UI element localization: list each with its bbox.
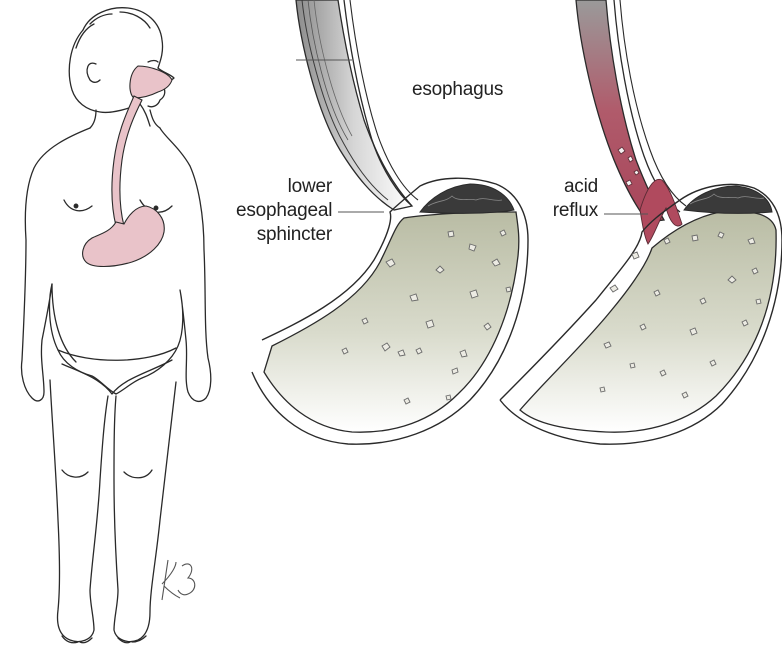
les-label-line1: lower	[236, 175, 332, 199]
figure-digestive-tract	[83, 66, 172, 267]
acid-reflux-label: acid reflux	[536, 175, 598, 223]
human-figure	[21, 8, 210, 643]
artist-signature	[162, 560, 195, 600]
les-label-line3: sphincter	[236, 223, 332, 247]
les-label: lower esophageal sphincter	[236, 175, 332, 247]
mouth-cavity	[130, 66, 172, 98]
underwear-bottom	[62, 360, 172, 394]
figure-stomach	[83, 206, 165, 267]
ear	[87, 63, 100, 82]
esophagus-label: esophagus	[412, 78, 503, 102]
eye	[148, 61, 158, 63]
acid-reflux-line2: reflux	[536, 199, 598, 223]
left-leg	[50, 380, 108, 642]
acid-reflux-line1: acid	[536, 175, 598, 199]
right-leg	[114, 382, 176, 642]
underwear-top	[58, 348, 176, 360]
hair	[76, 8, 163, 68]
figure-esophagus	[112, 96, 142, 226]
belly-line	[52, 284, 76, 362]
les-label-line2: esophageal	[236, 199, 332, 223]
normal-rugae	[420, 184, 514, 213]
